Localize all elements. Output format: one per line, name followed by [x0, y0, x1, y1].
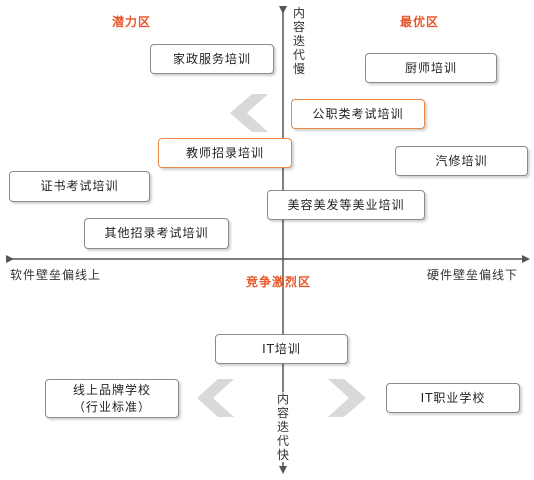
axis-label-bottom: 内容迭代快	[276, 392, 290, 462]
box-it-training-label: IT培训	[262, 341, 301, 356]
chevron-left-lower-icon	[197, 379, 234, 417]
box-certificate: 证书考试培训	[9, 171, 150, 202]
box-online-brand: 线上品牌学校 （行业标准）	[45, 379, 179, 418]
box-online-brand-label-line2: （行业标准）	[72, 399, 151, 414]
box-housekeeping-label: 家政服务培训	[172, 51, 251, 66]
box-other-recruit: 其他招录考试培训	[84, 218, 229, 249]
box-auto-repair: 汽修培训	[395, 146, 528, 176]
box-other-recruit-label: 其他招录考试培训	[104, 226, 209, 240]
box-beauty: 美容美发等美业培训	[267, 190, 425, 220]
box-teacher-label: 教师招录培训	[185, 145, 264, 160]
box-it-vocational-label: IT职业学校	[420, 390, 486, 405]
box-civil-service: 公职类考试培训	[291, 99, 425, 129]
zone-label-competitive: 竞争激烈区	[246, 275, 312, 289]
axis-label-top: 内容迭代慢	[292, 6, 306, 76]
box-teacher: 教师招录培训	[158, 138, 292, 168]
chevron-left-upper-icon	[230, 94, 268, 132]
box-it-vocational: IT职业学校	[386, 383, 520, 413]
box-it-training: IT培训	[215, 334, 348, 364]
box-chef-label: 厨师培训	[404, 60, 457, 75]
zone-label-potential: 潜力区	[112, 15, 152, 29]
box-auto-repair-label: 汽修培训	[435, 153, 488, 168]
box-civil-service-label: 公职类考试培训	[312, 106, 404, 121]
axis-label-right: 硬件壁垒偏线下	[427, 268, 519, 282]
chevron-right-lower-icon	[328, 379, 366, 417]
box-beauty-label: 美容美发等美业培训	[287, 197, 405, 212]
box-chef: 厨师培训	[365, 53, 497, 83]
box-housekeeping: 家政服务培训	[150, 44, 274, 74]
box-certificate-label: 证书考试培训	[40, 179, 119, 193]
box-online-brand-label-line1: 线上品牌学校	[72, 382, 151, 397]
axis-label-left: 软件壁垒偏线上	[10, 268, 102, 282]
zone-label-optimal: 最优区	[400, 15, 440, 29]
